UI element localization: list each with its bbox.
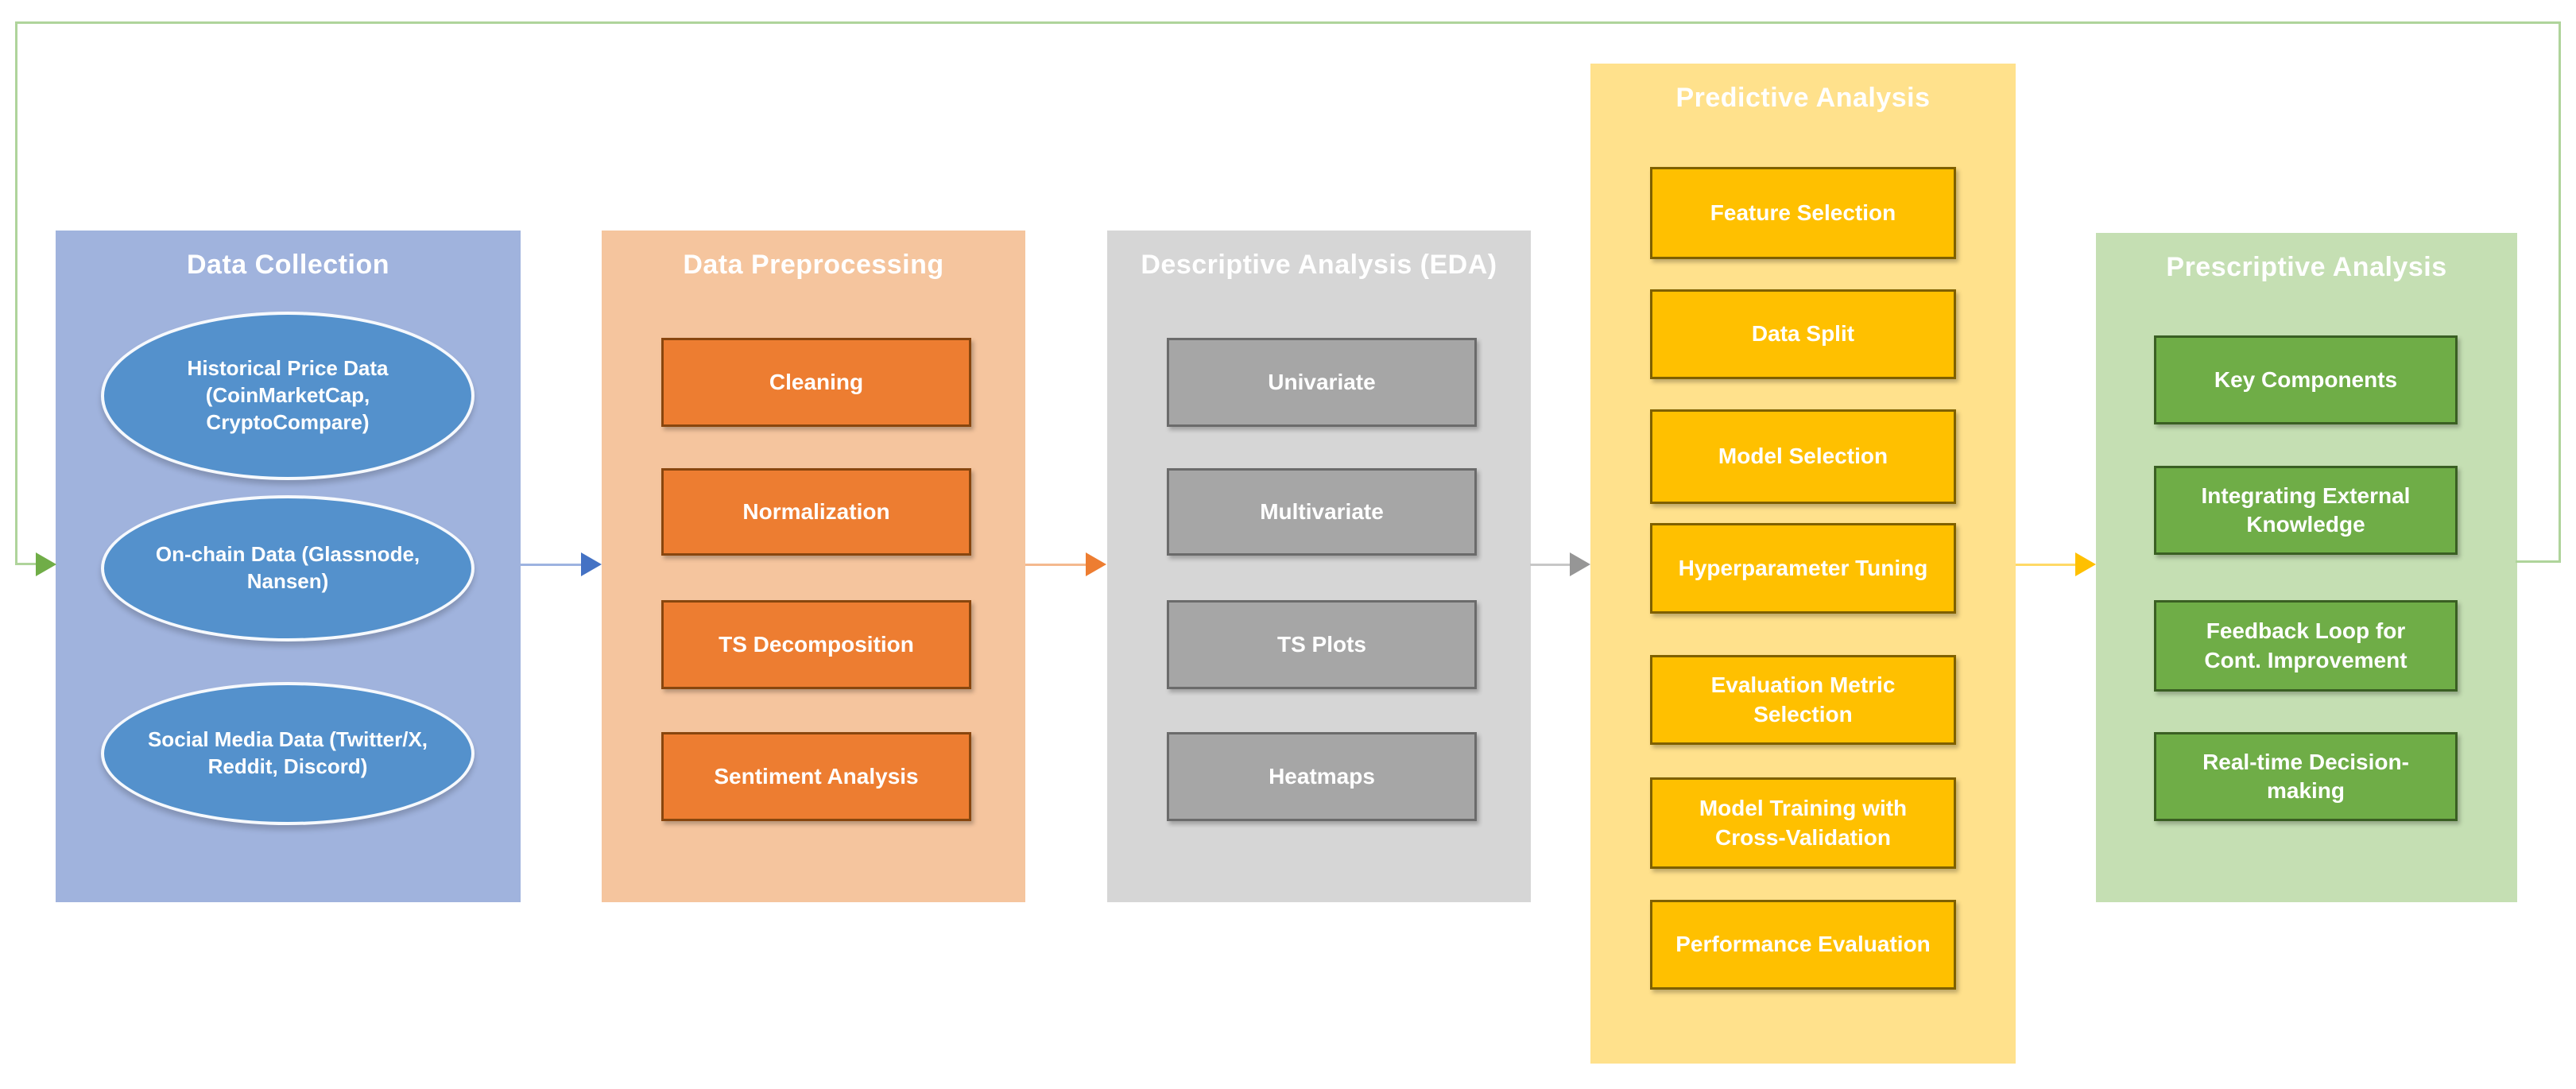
prescriptive-to-collection-feedback-right-segment: [2559, 21, 2561, 563]
box-prescriptive-analysis-item: Feedback Loop for Cont. Improvement: [2154, 600, 2458, 692]
box-descriptive-analysis-item: Univariate: [1167, 338, 1477, 427]
item-label: Feedback Loop for Cont. Improvement: [2204, 618, 2407, 672]
box-predictive-analysis-item: Feature Selection: [1650, 167, 1956, 259]
prescriptive-to-collection-feedback-left-segment: [15, 21, 17, 564]
item-label: Real-time Decision-making: [2202, 749, 2409, 803]
ellipse-data-collection-item: On-chain Data (Glassnode, Nansen): [101, 495, 475, 641]
box-data-preprocessing-item: Cleaning: [661, 338, 971, 427]
box-data-preprocessing-item: TS Decomposition: [661, 600, 971, 689]
column-title-data-collection: Data Collection: [187, 250, 389, 280]
collection-to-preprocessing-arrow-line: [521, 564, 581, 566]
box-prescriptive-analysis-item: Real-time Decision-making: [2154, 732, 2458, 821]
ellipse-data-collection-item: Historical Price Data (CoinMarketCap, Cr…: [101, 312, 475, 480]
descriptive-to-predictive-arrow-head-icon: [1570, 552, 1590, 576]
item-label: Performance Evaluation: [1675, 932, 1931, 957]
item-label: Model Training with Cross-Validation: [1699, 796, 1908, 850]
column-title-prescriptive-analysis: Prescriptive Analysis: [2166, 252, 2447, 282]
box-predictive-analysis-item: Performance Evaluation: [1650, 900, 1956, 990]
item-label: Data Split: [1751, 321, 1855, 347]
prescriptive-to-collection-feedback-right-connector-segment: [2516, 560, 2561, 563]
ellipse-data-collection-item: Social Media Data (Twitter/X, Reddit, Di…: [101, 682, 475, 825]
item-label: Univariate: [1268, 369, 1376, 394]
item-label: Multivariate: [1260, 498, 1384, 524]
item-label: Heatmaps: [1269, 763, 1375, 789]
box-predictive-analysis-item: Hyperparameter Tuning: [1650, 523, 1956, 614]
descriptive-to-predictive-arrow-line: [1530, 564, 1570, 566]
item-label: TS Plots: [1276, 631, 1366, 657]
item-label: Evaluation Metric Selection: [1710, 672, 1896, 727]
item-label: Historical Price Data (CoinMarketCap, Cr…: [187, 356, 389, 434]
preprocessing-to-descriptive-arrow-line: [1025, 564, 1086, 566]
box-data-preprocessing-item: Normalization: [661, 468, 971, 556]
box-prescriptive-analysis-item: Integrating External Knowledge: [2154, 466, 2458, 555]
box-predictive-analysis-item: Data Split: [1650, 289, 1956, 379]
box-predictive-analysis-item: Evaluation Metric Selection: [1650, 655, 1956, 745]
box-descriptive-analysis-item: Multivariate: [1167, 468, 1477, 556]
item-label: Normalization: [742, 498, 890, 524]
item-label: Feature Selection: [1710, 200, 1896, 225]
preprocessing-to-descriptive-arrow-head-icon: [1086, 552, 1106, 576]
item-label: Model Selection: [1718, 444, 1888, 469]
box-prescriptive-analysis-item: Key Components: [2154, 335, 2458, 424]
item-label: On-chain Data (Glassnode, Nansen): [155, 542, 420, 593]
column-title-data-preprocessing: Data Preprocessing: [683, 250, 944, 280]
item-label: Sentiment Analysis: [714, 763, 919, 789]
item-label: Hyperparameter Tuning: [1678, 555, 1928, 580]
collection-to-preprocessing-arrow-head-icon: [581, 552, 602, 576]
box-predictive-analysis-item: Model Selection: [1650, 409, 1956, 504]
item-label: Cleaning: [769, 369, 864, 394]
item-label: Key Components: [2214, 366, 2398, 392]
box-data-preprocessing-item: Sentiment Analysis: [661, 732, 971, 821]
predictive-to-prescriptive-arrow-line: [2016, 564, 2075, 566]
prescriptive-to-collection-feedback-head-icon: [36, 552, 56, 576]
prescriptive-to-collection-feedback-top-segment: [15, 21, 2561, 24]
item-label: Integrating External Knowledge: [2201, 482, 2411, 537]
box-predictive-analysis-item: Model Training with Cross-Validation: [1650, 777, 1956, 869]
item-label: TS Decomposition: [719, 631, 914, 657]
box-descriptive-analysis-item: Heatmaps: [1167, 732, 1477, 821]
predictive-to-prescriptive-arrow-head-icon: [2075, 552, 2096, 576]
column-title-predictive-analysis: Predictive Analysis: [1675, 83, 1931, 113]
column-title-descriptive-analysis: Descriptive Analysis (EDA): [1141, 250, 1497, 280]
box-descriptive-analysis-item: TS Plots: [1167, 600, 1477, 689]
item-label: Social Media Data (Twitter/X, Reddit, Di…: [147, 727, 428, 778]
prescriptive-to-collection-feedback-arrow-entry-segment: [15, 563, 37, 565]
